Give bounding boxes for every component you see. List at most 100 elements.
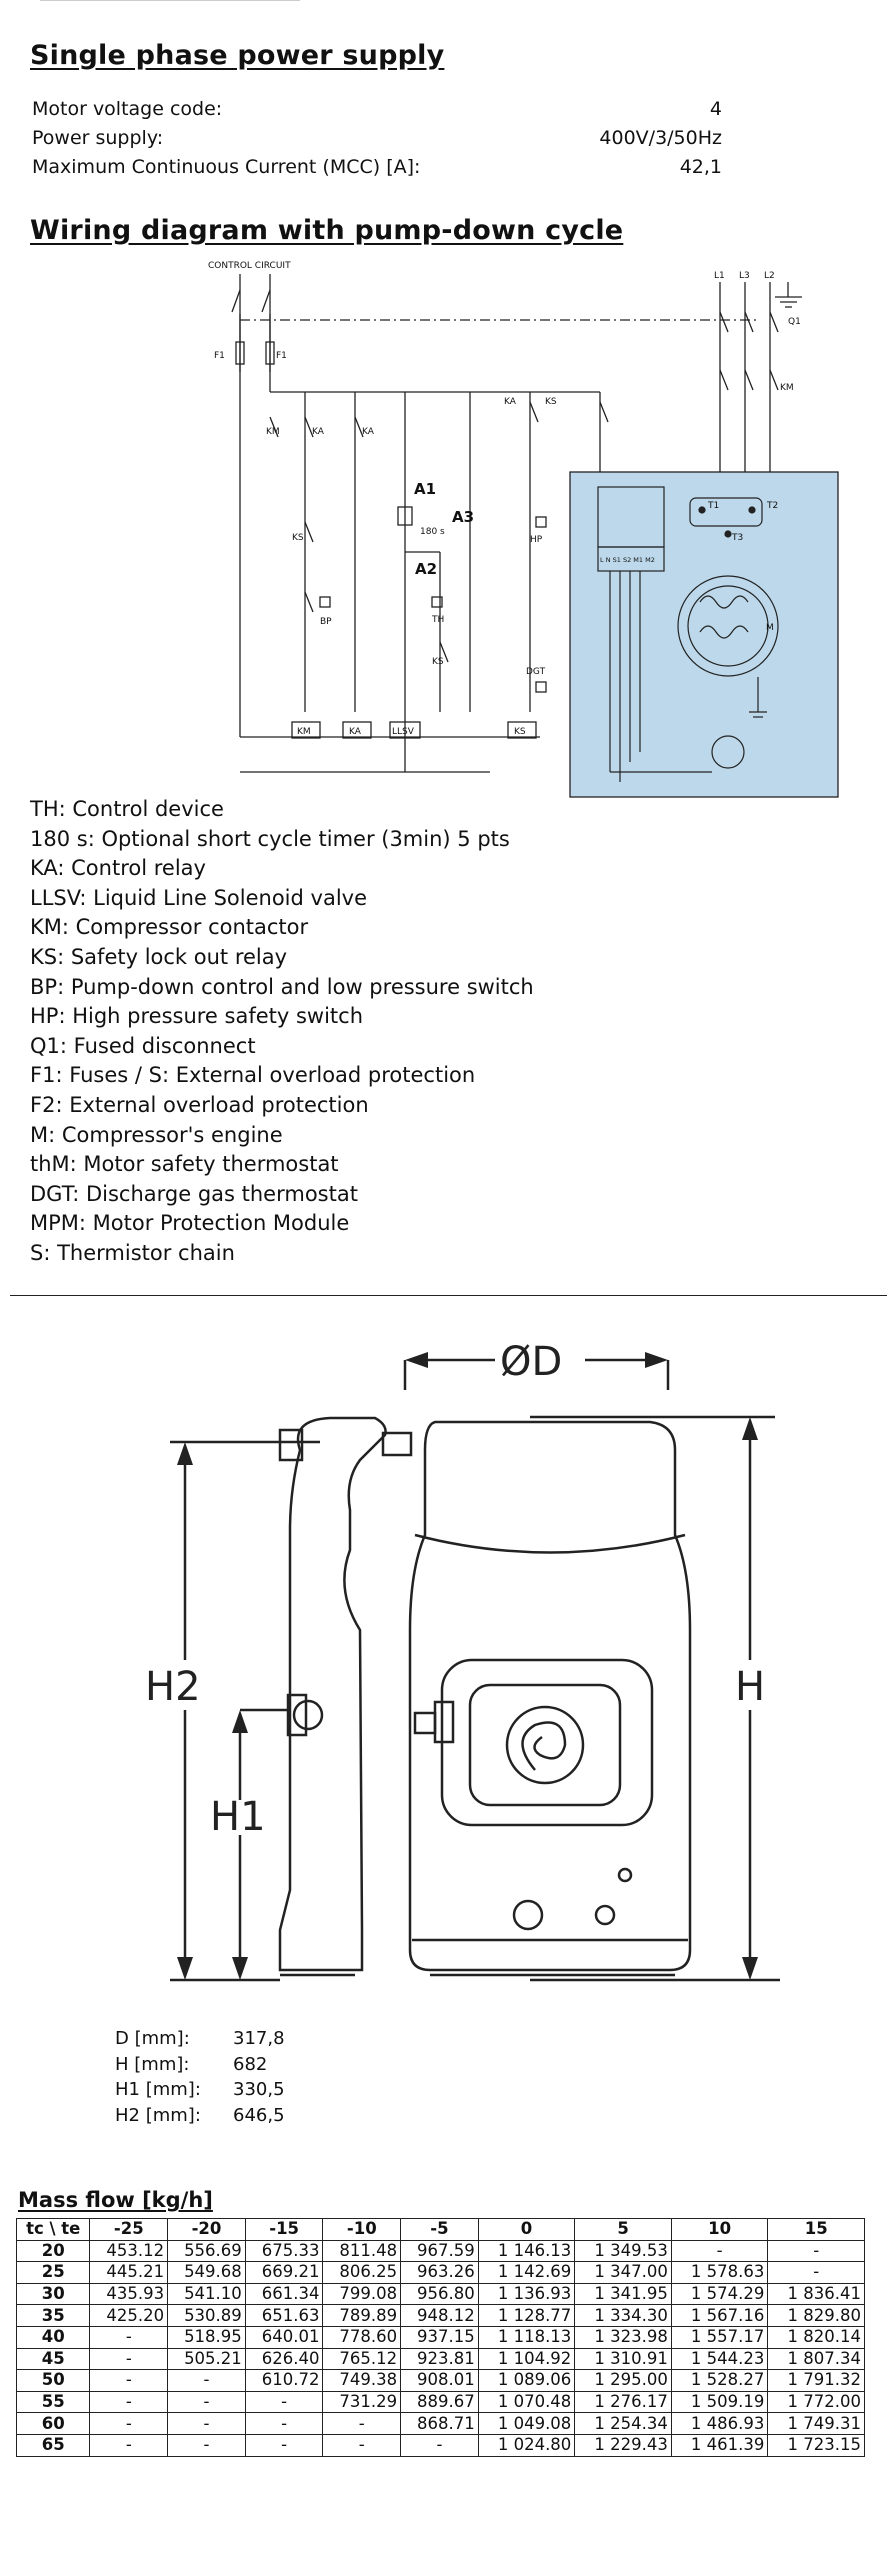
kv-value: 400V/3/50Hz (599, 127, 722, 149)
table-cell: - (244, 2390, 324, 2414)
column-header: -25 (89, 2218, 169, 2241)
dimension-value: 646,5 (233, 2104, 285, 2126)
dimension-label-h2: H2 (145, 1664, 201, 1710)
dimension-value: 330,5 (233, 2079, 285, 2100)
column-header: 10 (670, 2218, 769, 2241)
diagram-label: A3 (452, 508, 474, 526)
table-cell: 1 574.29 (670, 2282, 769, 2306)
table-cell: 1 461.39 (670, 2433, 769, 2457)
table-cell: 1 791.32 (767, 2369, 865, 2392)
dimension-label-h: H (735, 1664, 765, 1710)
table-cell: 937.15 (400, 2325, 479, 2349)
table-cell: 1 772.00 (767, 2390, 865, 2414)
table-cell: 948.12 (400, 2304, 479, 2327)
column-header: 5 (574, 2218, 672, 2241)
diagram-label: KS (292, 533, 304, 543)
legend-item: 180 s: Optional short cycle timer (3min)… (30, 826, 510, 851)
diagram-label: 180 s (420, 527, 445, 537)
table-cell: 1 295.00 (574, 2369, 672, 2392)
diagram-label: DGT (526, 667, 546, 677)
table-cell: - (89, 2412, 169, 2435)
diagram-label: T2 (766, 501, 778, 511)
diagram-label: KA (312, 427, 325, 437)
table-cell: 610.72 (244, 2369, 324, 2392)
compressor-drawing: ØD H H2 H1 (145, 1339, 780, 1982)
table-cell: - (244, 2433, 324, 2457)
diagram-label: CONTROL CIRCUIT (208, 261, 291, 271)
table-cell: 549.68 (167, 2261, 246, 2284)
table-cell: 1 509.19 (670, 2390, 769, 2414)
table-cell: - (89, 2369, 169, 2392)
table-cell: 669.21 (244, 2261, 324, 2284)
table-cell: 453.12 (89, 2239, 169, 2263)
dimension-label: H1 [mm]: (115, 2079, 201, 2100)
table-cell: 1 146.13 (477, 2239, 576, 2263)
legend-item: S: Thermistor chain (30, 1240, 235, 1265)
diagram-label: HP (530, 535, 543, 545)
diagram-label: Q1 (788, 317, 801, 327)
table-cell: 1 104.92 (477, 2347, 576, 2371)
diagram-label: F1 (214, 351, 225, 361)
table-cell: 1 142.69 (477, 2261, 576, 2284)
table-cell: 1 544.23 (670, 2347, 769, 2371)
legend-item: MPM: Motor Protection Module (30, 1211, 350, 1236)
row-header: 60 (15, 2412, 91, 2435)
diagram-label: T1 (707, 501, 719, 511)
top-rule (40, 0, 300, 1)
diagram-label: L2 (764, 271, 775, 281)
table-cell: 731.29 (322, 2390, 402, 2414)
section-title-wiring: Wiring diagram with pump-down cycle (30, 215, 624, 246)
legend-item: DGT: Discharge gas thermostat (30, 1181, 358, 1206)
mass-flow-title: Mass flow [kg/h] (18, 2188, 213, 2212)
table-cell: 556.69 (167, 2239, 246, 2263)
column-header: -10 (322, 2218, 402, 2241)
legend-item: KS: Safety lock out relay (30, 944, 288, 969)
kv-label: Maximum Continuous Current (MCC) [A]: (32, 156, 421, 178)
table-cell: 445.21 (89, 2261, 169, 2284)
table-cell: 1 528.27 (670, 2369, 769, 2392)
diagram-label: KA (504, 397, 517, 407)
table-cell: - (167, 2412, 246, 2435)
legend-item: KM: Compressor contactor (30, 915, 309, 940)
table-cell: - (167, 2369, 246, 2392)
dimension-row: H [mm]:682 (115, 2052, 285, 2078)
table-cell: 1 723.15 (767, 2433, 865, 2457)
diagram-label: M (766, 623, 774, 633)
diagram-label: KM (266, 427, 280, 437)
table-cell: 626.40 (244, 2347, 324, 2371)
legend-list: TH: Control device 180 s: Optional short… (30, 795, 534, 1269)
table-cell: 967.59 (400, 2239, 479, 2263)
legend-item: M: Compressor's engine (30, 1122, 283, 1147)
table-cell: - (322, 2433, 402, 2457)
table-cell: 806.25 (322, 2261, 402, 2284)
diagram-label: LLSV (392, 727, 415, 737)
table-cell: 1 024.80 (477, 2433, 576, 2457)
table-cell: 811.48 (322, 2239, 402, 2263)
legend-item: KA: Control relay (30, 856, 206, 881)
table-cell: 963.26 (400, 2261, 479, 2284)
table-cell: 1 557.17 (670, 2325, 769, 2349)
table-corner-header: tc \ te (15, 2218, 91, 2241)
diagram-label: KS (432, 657, 444, 667)
table-cell: 1 128.77 (477, 2304, 576, 2327)
table-cell: 749.38 (322, 2369, 402, 2392)
table-cell: 1 049.08 (477, 2412, 576, 2435)
kv-row: Motor voltage code:4 (32, 95, 722, 124)
diagram-label: A2 (415, 560, 437, 578)
legend-item: BP: Pump-down control and low pressure s… (30, 974, 534, 999)
diagram-label: L1 (714, 271, 725, 281)
table-cell: 1 836.41 (767, 2282, 865, 2306)
table-cell: 505.21 (167, 2347, 246, 2371)
diagram-label: F1 (276, 351, 287, 361)
column-header: -20 (167, 2218, 246, 2241)
diagram-label: BP (320, 617, 332, 627)
kv-row: Maximum Continuous Current (MCC) [A]:42,… (32, 153, 722, 182)
row-header: 55 (15, 2390, 91, 2414)
legend-item: F1: Fuses / S: External overload protect… (30, 1063, 476, 1088)
